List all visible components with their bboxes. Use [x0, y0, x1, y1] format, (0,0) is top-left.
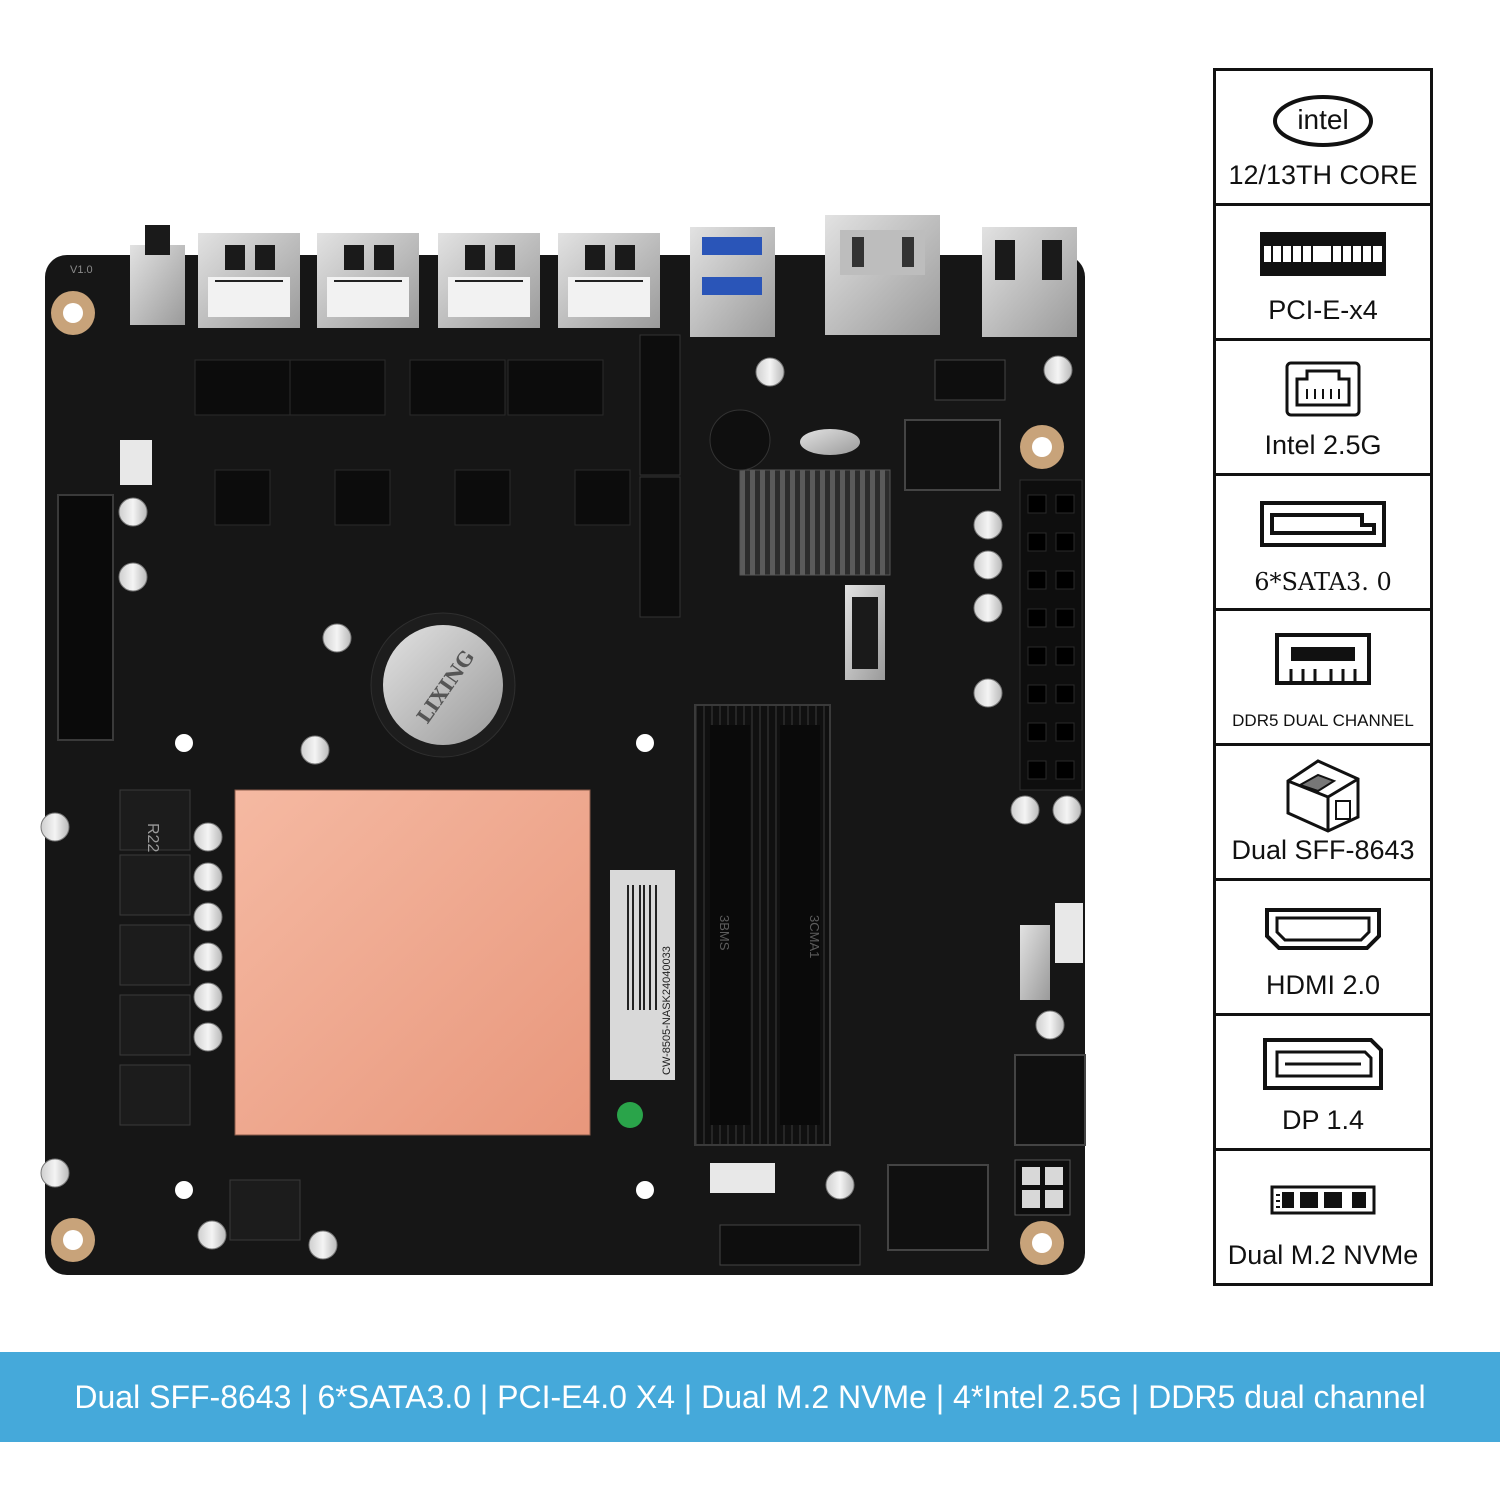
svg-text:V1.0: V1.0	[70, 264, 93, 276]
chipset-heatsink	[739, 469, 891, 576]
feature-banner-text: Dual SFF-8643 | 6*SATA3.0 | PCI-E4.0 X4 …	[74, 1378, 1426, 1415]
cpu-serial-sticker: CW-8505-NASK24040033	[610, 870, 675, 1080]
cpu-copper-plate	[234, 789, 591, 1136]
spec-label: 12/13TH CORE	[1228, 160, 1418, 190]
capacitors	[40, 355, 1082, 1260]
audio-jack	[130, 225, 185, 325]
pcie-slot	[57, 494, 114, 741]
intel-logo-text: intel	[1297, 104, 1348, 135]
spec-panel: intel 12/13TH CORE PCI-E-x4	[1213, 68, 1433, 1286]
spec-pcie: PCI-E-x4	[1216, 206, 1430, 341]
spec-label: Dual SFF-8643	[1231, 835, 1415, 865]
vrm-inductors	[119, 789, 301, 1241]
buzzer	[709, 409, 771, 471]
sff-8643-connector-icon	[1216, 750, 1430, 836]
feature-banner: Dual SFF-8643 | 6*SATA3.0 | PCI-E4.0 X4 …	[0, 1352, 1500, 1442]
spec-lan: Intel 2.5G	[1216, 341, 1430, 476]
sata-port-icon	[1216, 484, 1430, 564]
spec-dp: DP 1.4	[1216, 1016, 1430, 1151]
ram-slot-label-a: 3BMS	[717, 915, 732, 951]
usb-ports	[690, 227, 1077, 337]
ethernet-port-icon	[1216, 349, 1430, 429]
spec-ddr: DDR5 DUAL CHANNEL	[1216, 611, 1430, 746]
displayport-icon	[1216, 1024, 1430, 1104]
cpu-serial-text: CW-8505-NASK24040033	[661, 946, 673, 1075]
ram-slot-label-b: 3CMA1	[807, 915, 822, 958]
inductor-label: R22	[144, 823, 161, 852]
intel-logo-icon: intel	[1216, 79, 1430, 159]
displayport-hdmi-stack	[825, 215, 940, 335]
motherboard-image: V1.0	[40, 215, 1086, 1275]
spec-sata: 6*SATA3. 0	[1216, 476, 1430, 611]
spec-cpu: intel 12/13TH CORE	[1216, 71, 1430, 206]
lan-controllers	[194, 359, 631, 526]
spec-label: HDMI 2.0	[1265, 970, 1381, 1000]
m2-nvme-icon	[1216, 1159, 1430, 1239]
m2-slots	[639, 334, 681, 618]
sata-connectors	[887, 419, 1086, 1251]
ddr-memory-icon	[1216, 619, 1430, 699]
cmos-battery: LIXING	[370, 612, 516, 758]
spec-sff: Dual SFF-8643	[1216, 746, 1430, 881]
mounting-holes	[51, 291, 1064, 1265]
pcie-slot-icon	[1216, 214, 1430, 294]
spec-label: Intel 2.5G	[1264, 430, 1382, 460]
ddr5-sodimm-slots: 3BMS 3CMA1	[694, 704, 831, 1146]
spec-label: PCI-E-x4	[1268, 295, 1378, 325]
headers	[120, 359, 1083, 1266]
spec-hdmi: HDMI 2.0	[1216, 881, 1430, 1016]
spec-label: DP 1.4	[1281, 1105, 1365, 1135]
ethernet-ports	[198, 233, 660, 328]
spec-label: DDR5 DUAL CHANNEL	[1232, 711, 1414, 730]
spec-label: Dual M.2 NVMe	[1227, 1240, 1419, 1270]
atx-power-connector	[1019, 479, 1083, 791]
spec-m2: Dual M.2 NVMe	[1216, 1151, 1430, 1283]
spec-label: 6*SATA3. 0	[1254, 568, 1392, 596]
hdmi-port-icon	[1216, 889, 1430, 969]
